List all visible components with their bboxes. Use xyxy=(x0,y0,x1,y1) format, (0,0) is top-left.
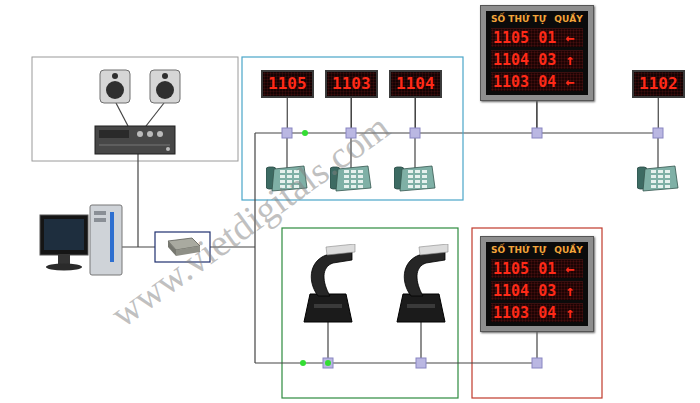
drive-bay xyxy=(94,211,106,215)
queue-row: 1103 04 ← xyxy=(491,72,583,91)
junction xyxy=(282,128,292,138)
amplifier xyxy=(95,126,175,154)
ticket-printer xyxy=(304,244,355,322)
amplifier-knob xyxy=(166,147,170,151)
speaker xyxy=(150,70,180,103)
amplifier-knob xyxy=(137,131,143,137)
speaker-cable xyxy=(146,103,164,126)
queue-row: 1105 01 ← xyxy=(491,259,583,278)
keypad xyxy=(394,166,435,191)
junction xyxy=(653,128,663,138)
printer-drop xyxy=(327,322,328,363)
led-counter-display: 1104 xyxy=(389,70,442,98)
amplifier-knob xyxy=(147,131,153,137)
monitor-screen xyxy=(44,219,84,250)
amplifier-knob xyxy=(157,131,163,137)
monitor-stand xyxy=(58,255,70,264)
amplifier-body xyxy=(95,126,175,154)
ticket-number: 1105 xyxy=(268,74,307,93)
computer xyxy=(40,205,122,275)
screen-panel: SỐ THỨ TỰ QUẦY 1105 01 ← 1104 03 ↑ 1103 04 ↑ xyxy=(486,242,588,326)
junction xyxy=(410,128,420,138)
led-counter-display: 1105 xyxy=(261,70,314,98)
bus-trunk xyxy=(254,133,255,363)
queue-row: 1105 01 ← xyxy=(491,28,583,47)
junction xyxy=(323,358,333,368)
bus-cable xyxy=(255,362,537,363)
speaker xyxy=(100,70,130,103)
led-counter-display: 1103 xyxy=(325,70,378,98)
ticket-number: 1103 xyxy=(332,74,371,93)
queue-display-screen: SỐ THỨ TỰ QUẦY 1105 01 ← 1104 03 ↑ 1103 04 ← xyxy=(480,5,594,101)
tap-dot xyxy=(325,360,331,366)
amplifier-trim xyxy=(99,145,170,146)
column-heading: SỐ THỨ TỰ xyxy=(491,245,546,256)
column-heading: SỐ THỨ TỰ xyxy=(491,14,546,25)
speaker-woofer xyxy=(106,81,124,99)
pc-led-strip xyxy=(110,212,114,262)
screen-header: SỐ THỨ TỰ QUẦY xyxy=(491,14,583,25)
column-heading: QUẦY xyxy=(554,245,582,256)
monitor-base xyxy=(46,264,82,271)
speaker-body xyxy=(150,70,180,103)
pc-tower xyxy=(90,205,122,275)
speaker-woofer xyxy=(156,81,174,99)
queue-display-screen: SỐ THỨ TỰ QUẦY 1105 01 ← 1104 03 ↑ 1103 04 ↑ xyxy=(480,236,594,332)
keypad xyxy=(637,166,678,191)
speaker-tweeter xyxy=(162,73,168,79)
speaker-cable xyxy=(116,103,128,126)
printer-drop xyxy=(420,322,421,363)
printer-group-frame xyxy=(282,228,458,398)
bus-connector xyxy=(415,98,537,133)
queue-row: 1103 04 ↑ xyxy=(491,303,583,322)
tap-dot xyxy=(300,360,306,366)
ticket-printer xyxy=(397,244,448,322)
ticket-number: 1102 xyxy=(639,74,678,93)
ticket-number: 1104 xyxy=(396,74,435,93)
speaker-tweeter xyxy=(112,73,118,79)
queue-row: 1104 03 ↑ xyxy=(491,281,583,300)
screen-panel: SỐ THỨ TỰ QUẦY 1105 01 ← 1104 03 ↑ 1103 04 ← xyxy=(486,11,588,95)
screen-header: SỐ THỨ TỰ QUẦY xyxy=(491,245,583,256)
junction xyxy=(532,128,542,138)
junction xyxy=(416,358,426,368)
speaker-body xyxy=(100,70,130,103)
drive-bay xyxy=(94,218,106,222)
monitor-frame xyxy=(40,215,88,255)
junction xyxy=(532,358,542,368)
audio-group-frame xyxy=(32,57,238,161)
led-counter-display: 1102 xyxy=(632,70,685,98)
amplifier-panel xyxy=(99,130,129,138)
pc-cable xyxy=(122,246,155,247)
column-heading: QUẦY xyxy=(554,14,582,25)
queue-row: 1104 03 ↑ xyxy=(491,50,583,69)
tap-dot xyxy=(302,130,308,136)
bus-connector xyxy=(537,98,658,133)
audio-cable xyxy=(137,154,138,247)
display-group-frame xyxy=(472,228,602,398)
